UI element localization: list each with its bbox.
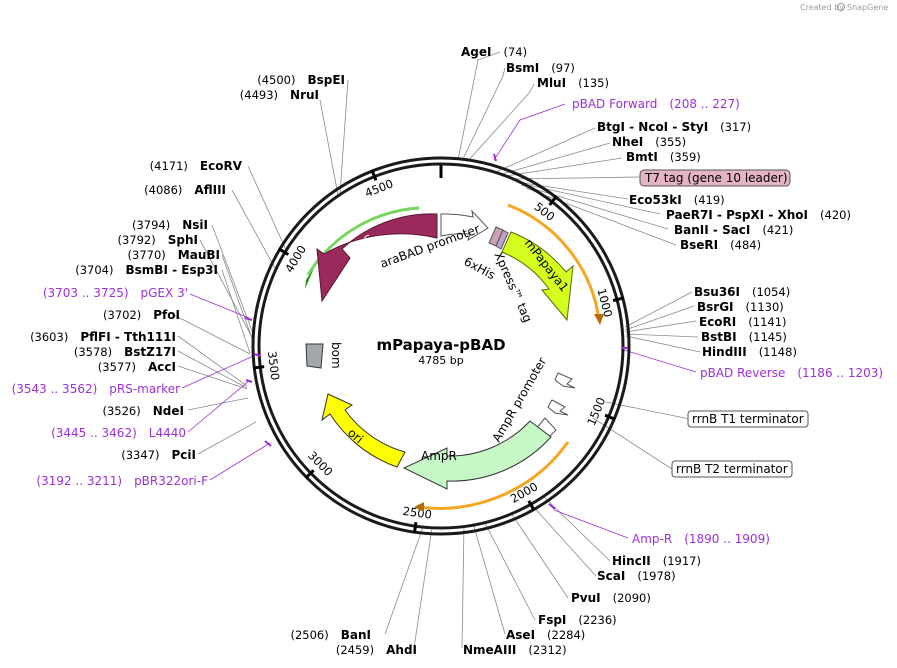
enzyme-leader-lines bbox=[171, 51, 701, 649]
enzyme-label-scai[interactable]: ScaI(1978) bbox=[597, 569, 676, 583]
primer-label-amp-r[interactable]: Amp-R(1890 .. 1909) bbox=[632, 532, 770, 546]
snapgene-watermark: Created by SnapGene bbox=[800, 3, 888, 12]
bom-label: bom bbox=[329, 342, 343, 369]
enzyme-label-bstz17i[interactable]: (3578)BstZ17I bbox=[74, 345, 176, 359]
arac-halo bbox=[306, 206, 420, 276]
enzyme-label-btgi[interactable]: BtgI - NcoI - StyI(317) bbox=[597, 120, 751, 134]
ampr-feature[interactable] bbox=[402, 420, 552, 490]
primer-label-pgex3[interactable]: (3703 .. 3725)pGEX 3' bbox=[43, 286, 188, 300]
tick-label-4000: 4000 bbox=[282, 243, 309, 275]
rrnb-t2-box[interactable]: rrnB T2 terminator bbox=[671, 460, 793, 478]
snapgene-logo-icon bbox=[837, 3, 845, 11]
tick-mark-2000 bbox=[527, 500, 536, 512]
enzyme-label-eco53ki[interactable]: Eco53kI(419) bbox=[629, 193, 725, 207]
tick-mark-3500 bbox=[253, 365, 265, 370]
enzyme-label-hindiii[interactable]: HindIII(1148) bbox=[702, 345, 797, 359]
enzyme-labels: AgeI(74) BsmI(97) MluI(135) pBAD Forward… bbox=[12, 45, 883, 657]
enzyme-label-banii[interactable]: BanII - SacI(421) bbox=[674, 223, 793, 237]
xpress-feature[interactable] bbox=[495, 229, 509, 250]
enzyme-label-sphi[interactable]: (3792)SphI bbox=[118, 233, 199, 247]
enzyme-label-bstbi[interactable]: BstBI(1145) bbox=[701, 330, 787, 344]
rrnb-t1-box[interactable]: rrnB T1 terminator bbox=[687, 410, 809, 428]
enzyme-label-acci[interactable]: (3577)AccI bbox=[98, 360, 176, 374]
enzyme-label-bani[interactable]: (2506)BanI bbox=[290, 628, 371, 642]
plasmid-size: 4785 bp bbox=[418, 354, 463, 367]
arabad-promoter-feature[interactable] bbox=[440, 209, 489, 242]
enzyme-label-ecori[interactable]: EcoRI(1141) bbox=[699, 315, 787, 329]
enzyme-label-nhei[interactable]: NheI(355) bbox=[612, 135, 686, 149]
enzyme-label-ahdi[interactable]: (2459)AhdI bbox=[336, 643, 417, 657]
t7-tag-label: T7 tag (gene 10 leader) bbox=[644, 171, 788, 185]
enzyme-label-bsu36i[interactable]: Bsu36I(1054) bbox=[694, 285, 790, 299]
mpapaya1-halo bbox=[507, 203, 601, 321]
enzyme-label-bsmbi[interactable]: (3704)BsmBI - Esp3I bbox=[75, 263, 218, 277]
rrnb-t2-feature[interactable] bbox=[547, 399, 569, 416]
arac-feature[interactable] bbox=[316, 213, 438, 303]
enzyme-label-nrui[interactable]: (4493)NruI bbox=[240, 88, 319, 102]
enzyme-label-pvui[interactable]: PvuI(2090) bbox=[571, 591, 651, 605]
tick-mark-500 bbox=[548, 195, 558, 206]
tick-label-3500: 3500 bbox=[265, 350, 282, 381]
enzyme-label-fspi[interactable]: FspI(2236) bbox=[538, 613, 617, 627]
ampr-label: AmpR bbox=[421, 449, 457, 463]
primer-marks bbox=[244, 153, 628, 510]
tick-mark-3000 bbox=[304, 469, 315, 480]
tick-mark-1500 bbox=[604, 413, 616, 421]
enzyme-label-bsmi[interactable]: BsmI(97) bbox=[506, 61, 575, 75]
enzyme-label-afliii[interactable]: (4086)AflIII bbox=[144, 183, 226, 197]
enzyme-label-bsrgi[interactable]: BsrGI(1130) bbox=[697, 300, 784, 314]
tick-mark-2500 bbox=[412, 522, 418, 534]
tick-mark-4000 bbox=[278, 247, 290, 256]
bom-feature[interactable] bbox=[305, 343, 324, 369]
primer-label-pbad-reverse[interactable]: pBAD Reverse(1186 .. 1203) bbox=[700, 366, 883, 380]
t7-tag-box[interactable]: T7 tag (gene 10 leader) bbox=[639, 169, 791, 187]
watermark-text: Created by bbox=[800, 3, 844, 12]
enzyme-label-ndei[interactable]: (3526)NdeI bbox=[103, 404, 185, 418]
enzyme-label-maubi[interactable]: (3770)MauBI bbox=[128, 248, 220, 262]
enzyme-label-paer7i[interactable]: PaeR7I - PspXI - XhoI(420) bbox=[666, 208, 851, 222]
enzyme-label-nmeaiii[interactable]: NmeAIII(2312) bbox=[463, 643, 567, 657]
enzyme-label-mlui[interactable]: MluI(135) bbox=[537, 76, 609, 90]
enzyme-label-pfoi[interactable]: (3702)PfoI bbox=[103, 308, 180, 322]
tick-mark-4500 bbox=[370, 169, 378, 181]
rrnb-t2-label: rrnB T2 terminator bbox=[676, 462, 788, 476]
enzyme-label-pcii[interactable]: (3347)PciI bbox=[121, 448, 196, 462]
ampr-halo bbox=[417, 441, 570, 510]
sixhis-label: 6xHis bbox=[462, 254, 498, 282]
enzyme-label-nsii[interactable]: (3794)NsiI bbox=[132, 218, 208, 232]
primer-label-pbad-forward[interactable]: pBAD Forward(208 .. 227) bbox=[572, 97, 740, 111]
enzyme-label-pflfi[interactable]: (3603)PflFI - Tth111I bbox=[30, 330, 176, 344]
enzyme-label-hincii[interactable]: HincII(1917) bbox=[612, 554, 701, 568]
plasmid-backbone bbox=[251, 156, 631, 536]
tick-mark-1000 bbox=[612, 296, 625, 303]
primer-label-l4440[interactable]: (3445 .. 3462)L4440 bbox=[51, 426, 186, 440]
enzyme-label-asei[interactable]: AseI(2284) bbox=[506, 628, 585, 642]
enzyme-label-bspei[interactable]: (4500)BspEI bbox=[257, 73, 345, 87]
enzyme-label-ecorv[interactable]: (4171)EcoRV bbox=[150, 159, 243, 173]
plasmid-name: mPapaya-pBAD bbox=[376, 336, 505, 354]
watermark-brand: SnapGene bbox=[847, 3, 888, 12]
mpapaya1-feature[interactable] bbox=[501, 231, 574, 322]
ori-feature[interactable] bbox=[321, 393, 406, 468]
enzyme-label-bseri[interactable]: BseRI(484) bbox=[680, 238, 761, 252]
primer-label-prs-marker[interactable]: (3543 .. 3562)pRS-marker bbox=[12, 382, 180, 396]
rrnb-t1-label: rrnB T1 terminator bbox=[692, 412, 804, 426]
primer-label-pbr322ori-f[interactable]: (3192 .. 3211)pBR322ori-F bbox=[36, 474, 208, 488]
enzyme-label-agei[interactable]: AgeI(74) bbox=[461, 45, 527, 59]
enzyme-label-bmti[interactable]: BmtI(359) bbox=[626, 150, 701, 164]
rrnb-t1-feature[interactable] bbox=[554, 372, 576, 389]
